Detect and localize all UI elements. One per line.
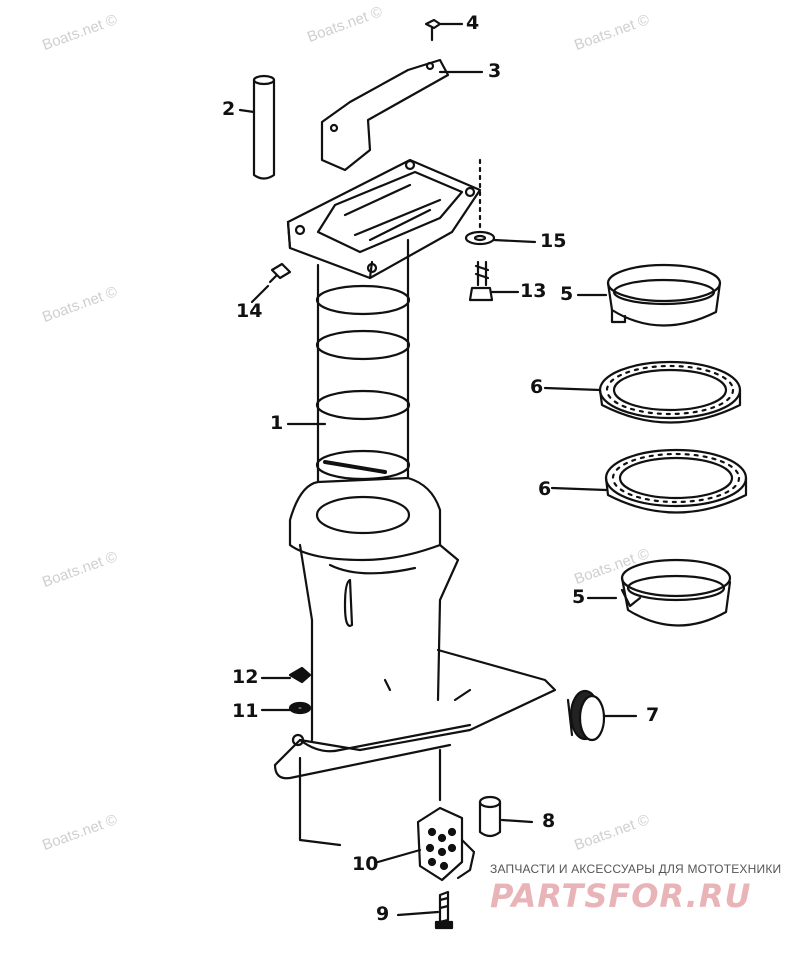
leader-line: [500, 818, 534, 824]
callout-15: 15: [540, 230, 567, 252]
brand-tagline: ЗАПЧАСТИ И АКСЕССУАРЫ ДЛЯ МОТОТЕХНИКИ: [490, 862, 782, 876]
callout-1: 1: [270, 412, 284, 434]
driveshaft-housing-part: [273, 158, 557, 847]
washer-part: [464, 158, 496, 246]
nut-part: [288, 666, 312, 684]
callout-6-lower: 6: [538, 478, 552, 500]
leader-line: [238, 108, 256, 114]
callout-5-lower: 5: [572, 586, 586, 608]
leader-line: [550, 486, 608, 492]
callout-5-upper: 5: [560, 283, 574, 305]
callout-8: 8: [542, 810, 556, 832]
leader-line: [396, 910, 440, 917]
callout-6-upper: 6: [530, 376, 544, 398]
bearing-upper-part: [598, 360, 742, 424]
grease-fitting-part: [268, 262, 292, 284]
leader-line: [492, 238, 537, 244]
callout-9: 9: [376, 903, 390, 925]
leader-line: [250, 284, 270, 304]
brand-logo: PARTSFOR.RU: [490, 877, 752, 915]
leader-line: [376, 848, 422, 864]
callout-2: 2: [222, 98, 236, 120]
callout-3: 3: [488, 60, 502, 82]
cover-plate-part: [320, 58, 450, 172]
callout-12: 12: [232, 666, 259, 688]
small-washer-part: [288, 701, 312, 715]
bushing-part: [478, 795, 502, 838]
split-sleeve-lower-part: [620, 558, 732, 627]
callout-13: 13: [520, 280, 547, 302]
callout-14: 14: [236, 300, 263, 322]
split-sleeve-upper-part: [606, 263, 722, 327]
callout-10: 10: [352, 853, 379, 875]
callout-4: 4: [466, 12, 480, 34]
anode-bracket-part: [416, 806, 476, 882]
water-tube-part: [252, 74, 276, 180]
callout-7: 7: [646, 704, 660, 726]
leader-line: [543, 386, 602, 392]
screw-lower-part: [434, 890, 454, 930]
rubber-plug-part: [566, 689, 606, 742]
bolt-part: [468, 260, 494, 302]
callout-11: 11: [232, 700, 259, 722]
screw-part: [424, 18, 442, 42]
bearing-lower-part: [604, 448, 748, 514]
